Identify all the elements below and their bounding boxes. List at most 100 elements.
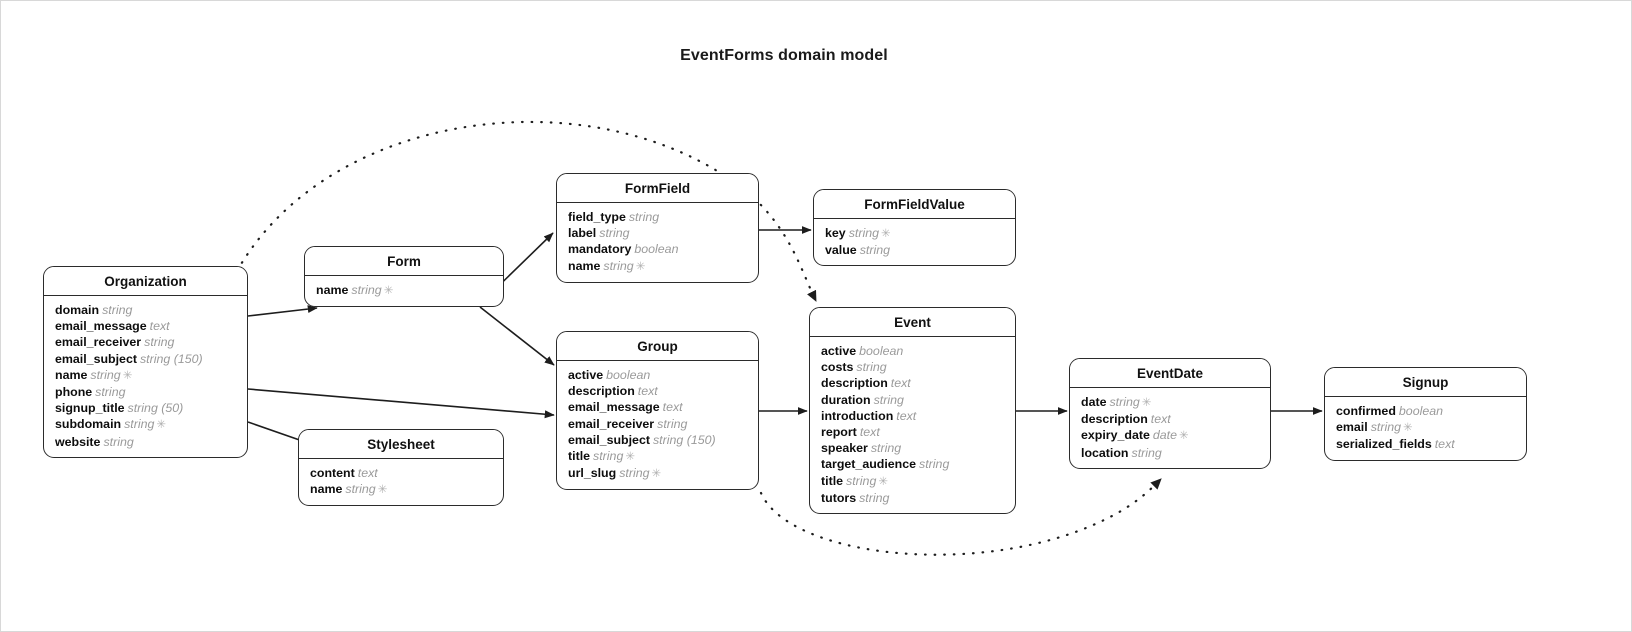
attribute-name: name <box>316 283 349 297</box>
attribute-name: speaker <box>821 441 868 456</box>
entity-title-signup: Signup <box>1325 368 1526 397</box>
attribute-type: string (150) <box>652 432 716 447</box>
attribute-name: date <box>1081 395 1107 409</box>
attribute-name: name <box>568 258 601 273</box>
attribute-type: text <box>662 400 683 415</box>
attribute-name: field_type <box>568 210 626 224</box>
attribute-type: string <box>859 243 890 258</box>
attribute-type: string <box>657 416 688 431</box>
attribute-name: email_receiver <box>55 335 142 350</box>
attribute-required-marker: ✳ <box>122 369 133 382</box>
attribute-type: string <box>144 335 175 350</box>
attribute-name: key <box>825 226 846 240</box>
attribute-type: boolean <box>859 344 904 358</box>
attribute-type: string <box>103 434 134 449</box>
attribute-type: text <box>637 384 658 399</box>
attribute-name: website <box>55 434 101 449</box>
attribute-type: string <box>873 392 904 407</box>
attribute-name: name <box>55 367 88 382</box>
attribute-name: confirmed <box>1336 404 1396 418</box>
entity-title-group: Group <box>557 332 758 361</box>
attribute-type: text <box>357 466 378 480</box>
attribute-required-marker: ✳ <box>1141 397 1152 409</box>
attribute-name: duration <box>821 392 871 407</box>
attribute-required-marker: ✳ <box>881 228 891 240</box>
attribute-required-marker: ✳ <box>383 285 394 297</box>
attribute-type: string <box>95 385 126 400</box>
attribute-name: introduction <box>821 408 894 423</box>
entity-title-event: Event <box>810 308 1015 337</box>
entity-title-organization: Organization <box>44 267 247 296</box>
attribute-type: string <box>859 490 890 505</box>
entity-title-formfieldvalue: FormFieldValue <box>814 190 1015 219</box>
attribute-type: string <box>351 283 382 297</box>
attribute-type: string <box>603 258 634 273</box>
attribute-type: string <box>848 226 879 240</box>
attribute-type: text <box>1434 437 1455 452</box>
attribute-type: string (150) <box>139 351 203 366</box>
attribute-name: signup_title <box>55 401 125 416</box>
attribute-name: domain <box>55 303 100 317</box>
attribute-name: email_message <box>568 400 660 415</box>
attribute-name: email <box>1336 420 1368 435</box>
entity-title-form: Form <box>305 247 503 276</box>
entity-title-eventdate: EventDate <box>1070 359 1270 388</box>
attribute-type: string <box>1109 395 1140 409</box>
attribute-name: value <box>825 243 857 258</box>
attribute-name: report <box>821 425 857 440</box>
attribute-name: email_subject <box>568 432 650 447</box>
entity-title-stylesheet: Stylesheet <box>299 430 503 459</box>
edge-organization-to-group <box>247 388 555 419</box>
attribute-type: boolean <box>634 242 679 257</box>
attribute-type: string <box>345 482 376 497</box>
attribute-name: description <box>568 384 635 399</box>
attribute-name: tutors <box>821 490 857 505</box>
attribute-name: phone <box>55 385 93 400</box>
edge-organization-to-form <box>247 305 318 317</box>
